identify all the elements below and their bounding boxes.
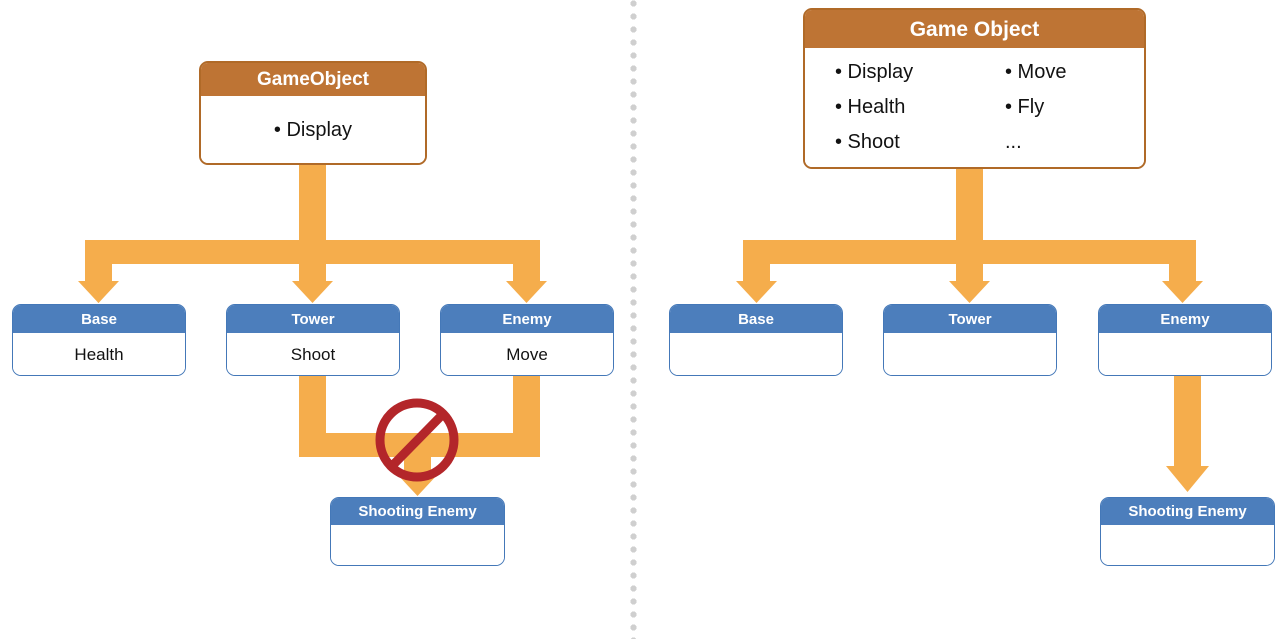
node-shooting-enemy-left-title: Shooting Enemy	[331, 498, 504, 525]
node-gameobject-right-column-two: • Move • Fly ...	[1005, 58, 1135, 167]
prohibition-sign-icon	[375, 398, 459, 482]
list-item: • Health	[835, 96, 906, 118]
node-enemy-right[interactable]: Enemy	[1098, 304, 1272, 376]
node-tower-right[interactable]: Tower	[883, 304, 1057, 376]
node-tower-right-title: Tower	[884, 305, 1056, 333]
node-tower-left-title: Tower	[227, 305, 399, 333]
node-base-left-title: Base	[13, 305, 185, 333]
vertical-dotted-divider	[630, 0, 637, 639]
node-enemy-left-title: Enemy	[441, 305, 613, 333]
node-shooting-enemy-right-body	[1101, 525, 1274, 565]
node-enemy-right-title: Enemy	[1099, 305, 1271, 333]
list-item: • Display	[835, 61, 914, 83]
node-base-right-body	[670, 333, 842, 375]
node-tower-right-body	[884, 333, 1056, 375]
node-gameobject-left[interactable]: GameObject • Display	[199, 61, 427, 165]
node-shooting-enemy-left[interactable]: Shooting Enemy	[330, 497, 505, 566]
node-tower-left-body: Shoot	[227, 333, 399, 375]
node-base-right-title: Base	[670, 305, 842, 333]
node-shooting-enemy-right-title: Shooting Enemy	[1101, 498, 1274, 525]
node-base-left[interactable]: Base Health	[12, 304, 186, 376]
list-item: • Fly	[1005, 96, 1045, 118]
node-gameobject-left-body: • Display	[201, 96, 425, 163]
left-merge-arrow	[299, 375, 540, 496]
node-gameobject-right-body: • Display • Health • Shoot • Move • Fly …	[805, 48, 1144, 167]
node-shooting-enemy-left-body	[331, 525, 504, 565]
list-item: • Shoot	[835, 131, 900, 153]
right-leaf-arrow	[1166, 375, 1209, 492]
node-gameobject-left-title: GameObject	[201, 63, 425, 96]
list-item: ...	[1005, 131, 1022, 153]
left-fanout-arrows	[78, 165, 547, 303]
node-gameobject-right[interactable]: Game Object • Display • Health • Shoot •…	[803, 8, 1146, 169]
node-shooting-enemy-right[interactable]: Shooting Enemy	[1100, 497, 1275, 566]
list-item: • Display	[273, 119, 353, 141]
node-gameobject-right-column-one: • Display • Health • Shoot	[835, 58, 965, 167]
right-fanout-arrows	[736, 169, 1203, 303]
node-enemy-right-body	[1099, 333, 1271, 375]
node-gameobject-right-title: Game Object	[805, 10, 1144, 48]
list-item: • Move	[1005, 61, 1067, 83]
node-enemy-left-body: Move	[441, 333, 613, 375]
node-tower-left[interactable]: Tower Shoot	[226, 304, 400, 376]
node-enemy-left[interactable]: Enemy Move	[440, 304, 614, 376]
node-base-right[interactable]: Base	[669, 304, 843, 376]
node-base-left-body: Health	[13, 333, 185, 375]
